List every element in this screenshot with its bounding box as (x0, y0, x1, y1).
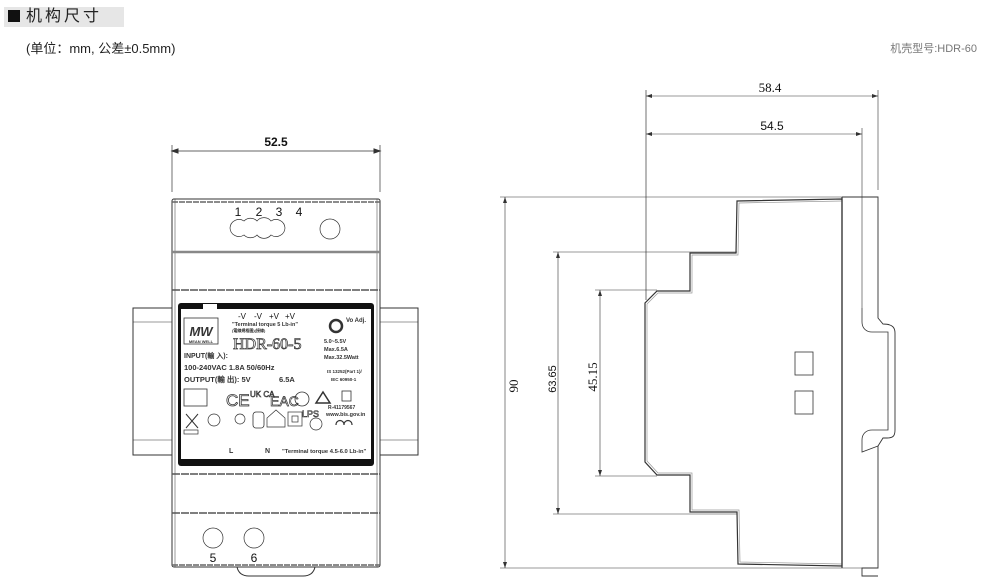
spec-power: Max.32.5Watt (324, 355, 359, 361)
pin-label: +V (285, 312, 296, 321)
terminal-n-label: N (265, 448, 270, 455)
output-label: OUTPUT(輸 出): 5V (184, 374, 251, 384)
terminal-number: 3 (276, 205, 283, 219)
units-note: (单位：mm, 公差±0.5mm) (26, 41, 176, 56)
cert-mark-icon (183, 388, 208, 407)
front-view: 52.5 1 2 3 4 5 6 (132, 135, 419, 577)
brand-logo-text: MW (189, 324, 214, 339)
bis-url: www.bis.gov.in (325, 412, 366, 418)
terminal-number: 4 (296, 205, 303, 219)
meanwell-logo (183, 317, 219, 345)
terminal-number: 2 (256, 205, 263, 219)
pin-label: +V (269, 312, 280, 321)
spec-range: 5.0~5.5V (324, 339, 347, 345)
section-title: 机构尺寸 (4, 7, 124, 27)
pin-label: -V (238, 312, 247, 321)
input-label: INPUT(輸 入): (184, 351, 228, 360)
indoor-use-icon (266, 409, 286, 428)
terminal-number: 5 (210, 551, 217, 565)
input-terminal-n (243, 527, 265, 549)
ce-mark-text: CE (226, 391, 250, 410)
spec-current: Max.6.5A (324, 347, 348, 353)
vo-adj-text: Vo Adj. (346, 318, 366, 324)
side-view: 58.4 54.5 90 63.65 45.15 (500, 80, 896, 577)
output-terminals (229, 217, 286, 239)
square-bullet-icon (8, 10, 20, 22)
input-terminal-l (202, 527, 224, 549)
height-total-dimension: 90 (506, 380, 521, 393)
din-rail-clip (842, 196, 896, 577)
bis-mark-icon (314, 390, 332, 404)
ul-mark-icon (207, 413, 221, 427)
terminal-number: 1 (235, 205, 242, 219)
ul-recognized-icon (335, 419, 353, 426)
vent-window (794, 390, 814, 415)
bis-logo-icon (341, 390, 352, 402)
iec-standard: IEC 60950-1 (331, 377, 357, 382)
brand-subtext: MEAN WELL (189, 339, 214, 344)
ce-mark: CE (226, 391, 250, 410)
case-model: 机壳型号:HDR-60 (890, 43, 977, 55)
lps-mark: LPS (302, 409, 319, 419)
terminal-number: 6 (251, 551, 258, 565)
r-number: R-41179567 (328, 405, 355, 411)
vent-window (794, 351, 814, 376)
terminal-l-label: L (229, 448, 234, 455)
height-step1-dimension: 45.15 (585, 362, 600, 391)
housing-outline (171, 198, 381, 568)
input-value: 100-240VAC 1.8A 50/60Hz (184, 363, 275, 372)
model-number: HDR-60-5 (233, 336, 301, 353)
din-rail-left (132, 307, 173, 456)
cb-mark-icon (294, 391, 310, 407)
height-step2-dimension: 63.65 (547, 365, 559, 393)
tuv-mark-icon (234, 413, 246, 425)
housing-profile (644, 198, 843, 567)
is-standard: IS 13252(Part 1)/ (327, 369, 363, 374)
pin-label: -V (254, 312, 263, 321)
fuse-icon (309, 417, 323, 431)
width-dimension: 52.5 (264, 135, 288, 149)
output-value: 6.5A (279, 375, 295, 384)
vo-adj-hole (319, 218, 341, 240)
product-label: MW MEAN WELL -V -V +V +V "Terminal torqu… (178, 303, 374, 466)
vo-adj-icon (328, 318, 344, 334)
depth-total-dimension: 58.4 (759, 80, 782, 95)
class2-icon (252, 411, 265, 429)
torque-top-sub: (電線規格圖)(接線) (232, 327, 266, 333)
eac-mark: EAC (270, 393, 299, 409)
din-rail-right (379, 307, 419, 456)
double-insulation-icon (287, 411, 303, 427)
depth-body-dimension: 54.5 (760, 119, 784, 133)
release-tab (236, 566, 316, 577)
torque-bottom: "Terminal torque 4.5-6.0 Lb-in" (282, 449, 367, 455)
torque-top: "Terminal torque 5 Lb-in" (232, 322, 298, 328)
arrowheads (170, 148, 382, 154)
weee-icon (185, 413, 199, 429)
ukca-mark: UK CA (250, 390, 275, 399)
section-title-text: 机构尺寸 (26, 8, 103, 25)
